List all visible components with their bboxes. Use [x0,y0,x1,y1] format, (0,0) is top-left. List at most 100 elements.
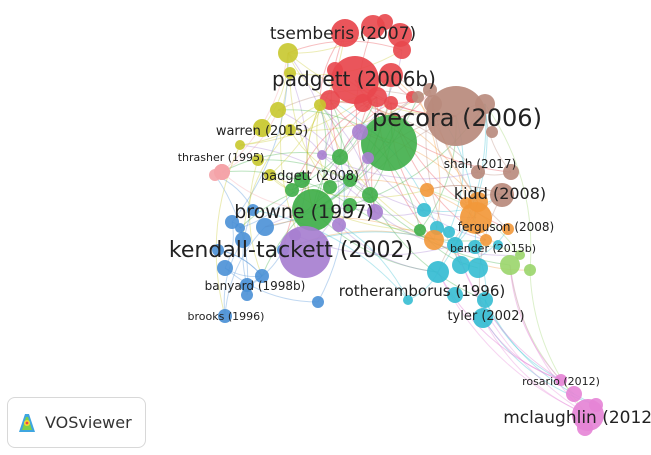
labeled-nodes [214,19,604,431]
network-node[interactable] [524,264,536,276]
network-node[interactable] [284,67,296,79]
network-node[interactable] [225,215,239,229]
network-node[interactable] [424,230,444,250]
network-node[interactable] [393,41,411,59]
network-node[interactable] [503,164,519,180]
network-node[interactable] [417,203,431,217]
network-edge [248,159,263,277]
node-banyard-1998b[interactable] [240,278,254,292]
node-brooks-1996[interactable] [218,309,232,323]
network-node[interactable] [403,295,413,305]
network-node[interactable] [278,43,298,63]
network-edge [484,103,532,271]
network-node[interactable] [412,91,424,103]
network-node[interactable] [388,23,412,47]
node-label-tyler-2002: tyler (2002) [447,309,524,324]
network-node[interactable] [515,250,525,260]
network-edge [362,102,479,203]
network-edge [257,159,371,196]
node-thrasher-1995[interactable] [214,164,230,180]
node-label-mclaughlin-2012: mclaughlin (2012) [503,408,651,428]
network-node[interactable] [362,187,378,203]
node-label-kendall-tackett-2002: kendall-tackett (2002) [169,238,413,263]
network-node[interactable] [362,152,374,164]
node-tyler-2002[interactable] [473,308,493,328]
node-kidd-2008[interactable] [490,183,514,207]
node-tsemberis-2007[interactable] [331,19,359,47]
network-node[interactable] [566,386,582,402]
network-edge [264,217,435,241]
network-edge [317,156,345,303]
network-node[interactable] [352,124,368,140]
network-node[interactable] [235,140,245,150]
node-padgett-2008[interactable] [294,172,310,188]
network-node[interactable] [477,292,493,308]
node-label-brooks-1996: brooks (1996) [188,310,265,323]
network-node[interactable] [217,260,233,276]
network-node[interactable] [379,63,403,87]
network-node[interactable] [285,183,299,197]
node-rotheramborus-1996[interactable] [427,261,449,283]
network-node[interactable] [414,224,426,236]
network-edge [437,271,562,381]
node-label-browne-1997: browne (1997) [234,201,374,223]
network-node[interactable] [343,198,357,212]
network-node[interactable] [384,96,398,110]
network-edge [338,224,439,273]
network-node[interactable] [493,240,503,250]
network-node[interactable] [323,180,337,194]
network-node[interactable] [343,173,357,187]
network-edge [482,317,562,381]
network-node[interactable] [312,296,324,308]
network-node[interactable] [423,83,437,97]
vosviewer-logo-icon [19,413,35,432]
network-node[interactable] [255,269,269,283]
node-pecora-2006[interactable] [426,86,486,146]
node-browne-1997[interactable] [292,189,334,231]
network-node[interactable] [377,14,393,30]
network-edge [321,154,477,219]
node-kendall-tackett-2002[interactable] [279,226,331,278]
node-padgett-2006b[interactable] [331,56,379,104]
network-node[interactable] [247,204,259,216]
network-node[interactable] [264,169,276,181]
network-node[interactable] [486,126,498,138]
network-node[interactable] [284,124,296,136]
network-edge [224,226,266,317]
node-shah-2017[interactable] [471,165,485,179]
network-node[interactable] [480,234,492,246]
network-node[interactable] [502,223,514,235]
network-edge [319,104,351,181]
network-node[interactable] [256,218,274,236]
network-node[interactable] [270,102,286,118]
node-bender-2015b[interactable] [447,237,463,253]
network-node[interactable] [447,287,463,303]
node-warren-2015[interactable] [253,119,271,137]
network-node[interactable] [332,218,346,232]
network-node[interactable] [252,154,264,166]
network-node[interactable] [500,255,520,275]
node-mclaughlin-2012[interactable] [572,399,604,431]
network-node[interactable] [235,223,245,233]
network-node[interactable] [317,150,327,160]
network-node[interactable] [367,204,383,220]
network-node[interactable] [314,99,326,111]
network-edge [362,102,512,173]
network-edge [359,49,403,133]
network-node[interactable] [241,289,253,301]
network-node[interactable] [332,149,348,165]
network-node[interactable] [443,226,455,238]
node-label-warren-2015: warren (2015) [216,124,308,139]
network-node[interactable] [468,258,488,278]
network-node[interactable] [361,115,417,171]
node-ferguson-2008[interactable] [460,202,492,234]
node-rosario-2012[interactable] [555,374,567,386]
network-node[interactable] [452,256,470,274]
network-node[interactable] [235,232,251,248]
network-node[interactable] [212,244,224,256]
node-label-shah-2017: shah (2017) [444,157,517,171]
network-edge [224,267,319,303]
network-node[interactable] [468,240,482,254]
network-node[interactable] [420,183,434,197]
